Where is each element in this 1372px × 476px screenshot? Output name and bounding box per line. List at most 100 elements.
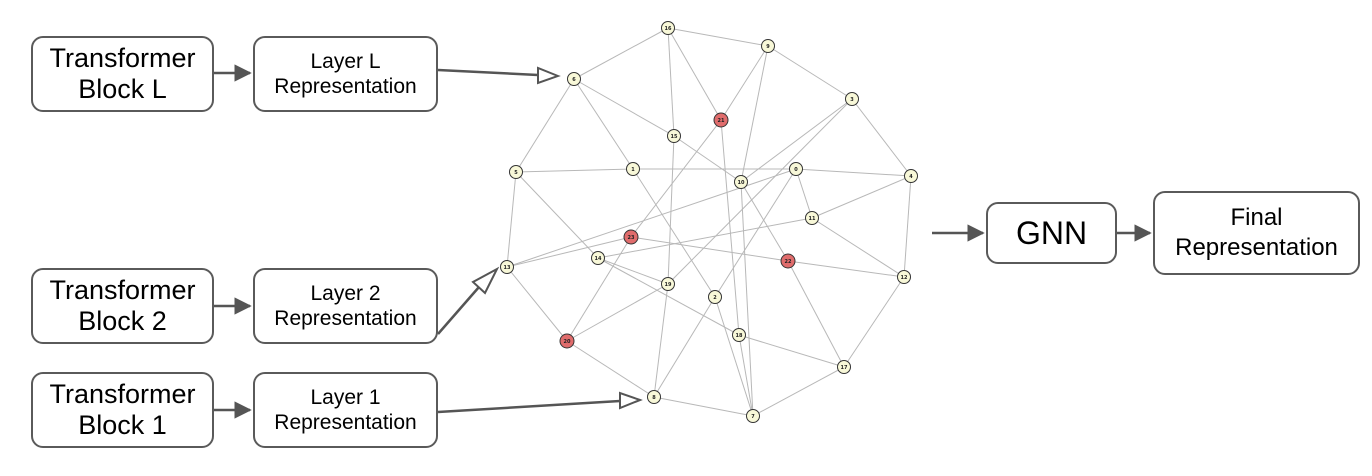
graph-edge-15-19 <box>667 135 675 285</box>
layer-l-representation: Layer L Representation <box>253 36 438 112</box>
graph-node-2: 2 <box>708 290 722 304</box>
rep-title: Layer 2 <box>310 281 381 305</box>
graph-node-label: 0 <box>794 167 798 173</box>
graph-edge-1-2 <box>632 168 716 298</box>
transformer-block-2: Transformer Block 2 <box>31 268 214 344</box>
graph-node-13: 13 <box>500 260 514 274</box>
arrow-layer-1-to-graph <box>437 399 621 414</box>
graph-edge-21-18 <box>720 119 740 336</box>
graph-node-circle <box>667 129 681 143</box>
graph-edge-22-17 <box>787 260 845 368</box>
graph-node-label: 8 <box>652 395 656 401</box>
graph-node-circle <box>897 270 911 284</box>
layer-1-representation: Layer 1 Representation <box>253 372 438 448</box>
graph-edges <box>506 27 912 417</box>
graph-node-label: 17 <box>841 365 848 371</box>
graph-node-14: 14 <box>591 251 605 265</box>
graph-edge-11-12 <box>811 217 905 278</box>
graph-node-circle <box>837 360 851 374</box>
graph-edge-3-4 <box>851 98 912 177</box>
block-title: Transformer <box>49 42 196 73</box>
graph-edge-5-13 <box>506 171 517 268</box>
graph-node-circle <box>761 39 775 53</box>
graph-edge-0-2 <box>714 168 797 298</box>
graph-node-16: 16 <box>661 21 675 35</box>
graph-node-17: 17 <box>837 360 851 374</box>
graph-edge-19-20 <box>566 283 669 342</box>
graph-edge-2-7 <box>714 296 754 417</box>
graph-edge-21-23 <box>630 119 722 238</box>
graph-node-circle <box>661 21 675 35</box>
graph-node-circle <box>567 72 581 86</box>
rep-title: Layer 1 <box>310 385 381 409</box>
graph-node-circle <box>780 253 796 269</box>
graph-node-20: 20 <box>559 333 575 349</box>
graph-node-circle <box>845 92 859 106</box>
graph-edge-9-10 <box>740 45 769 183</box>
graph-node-label: 5 <box>514 170 518 176</box>
graph-edge-3-19 <box>667 98 853 285</box>
graph-node-circle <box>708 290 722 304</box>
final-subtitle: Representation <box>1175 234 1338 261</box>
graph-node-11: 11 <box>805 211 819 225</box>
graph-node-label: 7 <box>751 414 755 420</box>
graph-edge-5-1 <box>515 168 634 173</box>
graph-node-circle <box>904 169 918 183</box>
graph-edge-8-7 <box>653 396 754 417</box>
block-title: Transformer <box>49 378 196 409</box>
graph-node-label: 20 <box>564 339 571 345</box>
graph-node-21: 21 <box>713 112 729 128</box>
graph-edge-6-5 <box>515 78 575 173</box>
graph-node-circle <box>661 277 675 291</box>
graph-node-23: 23 <box>623 229 639 245</box>
graph-node-1: 1 <box>626 162 640 176</box>
graph-edge-23-20 <box>566 236 632 342</box>
graph-node-18: 18 <box>732 328 746 342</box>
final-representation: Final Representation <box>1153 191 1360 275</box>
graph-node-label: 1 <box>631 167 635 173</box>
graph-edge-16-6 <box>573 27 669 80</box>
graph-edge-3-10 <box>740 98 853 183</box>
block-subtitle: Block 1 <box>78 410 167 440</box>
graph-node-12: 12 <box>897 270 911 284</box>
graph-node-0: 0 <box>789 162 803 176</box>
arrow-layer-l-head <box>537 66 561 85</box>
graph-node-circle <box>626 162 640 176</box>
graph-node-label: 16 <box>665 26 672 32</box>
graph-node-label: 13 <box>504 265 511 271</box>
graph-node-7: 7 <box>746 409 760 423</box>
graph-edge-4-12 <box>903 175 912 278</box>
graph-node-circle <box>509 165 523 179</box>
arrow-layer-1-head <box>619 391 643 410</box>
final-title: Final <box>1230 204 1283 231</box>
graph-edge-15-10 <box>673 135 742 183</box>
graph-node-circle <box>591 251 605 265</box>
graph-node-10: 10 <box>734 175 748 189</box>
graph-edge-6-15 <box>573 78 675 137</box>
graph-node-label: 23 <box>628 235 635 241</box>
rep-title: Layer L <box>310 49 381 73</box>
graph-node-label: 2 <box>713 295 717 301</box>
graph-node-15: 15 <box>667 129 681 143</box>
graph-node-label: 19 <box>665 282 672 288</box>
graph-node-label: 14 <box>595 256 602 262</box>
graph-node-circle <box>559 333 575 349</box>
graph-edge-13-0 <box>506 168 797 268</box>
transformer-block-l: Transformer Block L <box>31 36 214 112</box>
graph-edge-14-19 <box>597 257 669 285</box>
graph-node-label: 21 <box>718 118 725 124</box>
graph-node-3: 3 <box>845 92 859 106</box>
gnn-label: GNN <box>1015 214 1088 251</box>
arrow-layer-l-to-graph <box>437 68 539 77</box>
graph-edge-0-11 <box>795 168 813 219</box>
graph-node-circle <box>805 211 819 225</box>
graph-node-label: 12 <box>901 275 908 281</box>
graph-edge-17-7 <box>752 366 845 417</box>
graph-edge-10-22 <box>740 181 789 262</box>
graph-node-label: 10 <box>738 180 745 186</box>
layer-2-representation: Layer 2 Representation <box>253 268 438 344</box>
graph-node-label: 22 <box>785 259 792 265</box>
